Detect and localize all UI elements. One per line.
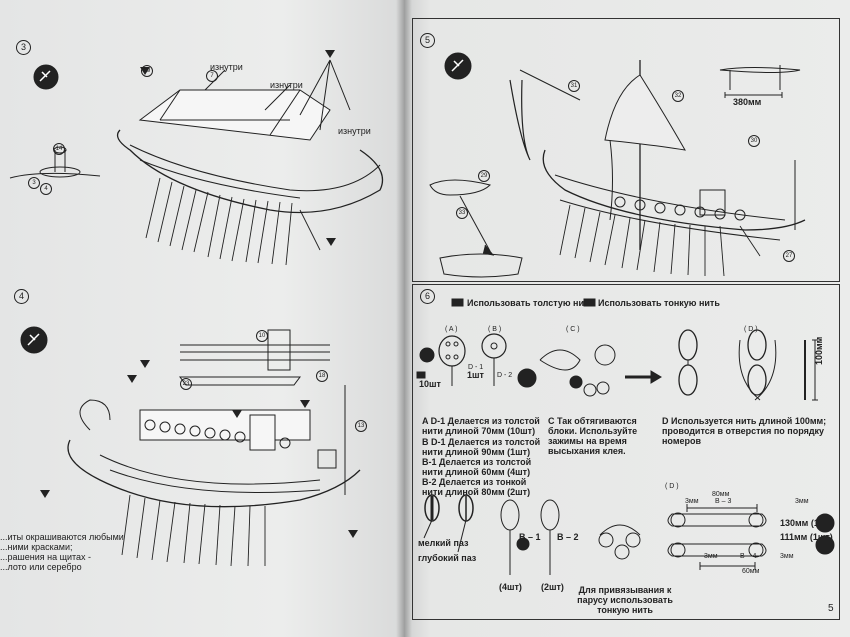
part-number: 18	[316, 370, 328, 382]
step-6-number: 6	[420, 289, 435, 304]
note-groove-deep: глубокий паз	[418, 553, 477, 563]
step-4-paint-note-line-2: ...ними красками;	[0, 542, 73, 552]
header-b: ( B )	[488, 326, 502, 333]
page-number: 5	[828, 603, 834, 614]
dim-3mm-a: 3мм	[685, 498, 699, 505]
note-groove-fine: мелкий паз	[418, 538, 469, 548]
part-number: 13	[355, 420, 367, 432]
part-number: 29	[478, 170, 490, 182]
note-b-2: B-2 Делается из тонкой нити длиной 80мм …	[422, 477, 531, 497]
part-number: 27	[783, 250, 795, 262]
step-4-paint-note-line-1: ...иты окрашиваются любыми	[0, 532, 124, 542]
step-5-measure-label: 380мм	[733, 97, 762, 107]
step-6-frame	[412, 284, 840, 620]
step-3-inside-label-2: изнутри	[270, 80, 303, 90]
part-number: 33	[456, 207, 468, 219]
note-sail: Для привязывания к парусу использовать т…	[577, 585, 673, 615]
note-d-height: 100мм	[814, 336, 824, 365]
header-d2: ( D )	[665, 483, 679, 490]
part-number: 7	[206, 70, 218, 82]
step-4-number: 4	[14, 289, 29, 304]
dim-b4: B – 4	[740, 553, 757, 560]
note-b-d1: B D-1 Делается из толстой нити длиной 90…	[422, 437, 541, 457]
label-qty-4: (4шт)	[499, 582, 522, 592]
label-d1: D - 1	[468, 364, 484, 371]
label-qty-10: 10шт	[419, 379, 441, 389]
dim-3mm-b: 3мм	[795, 498, 809, 505]
part-number: 4	[40, 183, 52, 195]
step-5-frame	[412, 18, 840, 282]
label-d2: D - 2	[497, 372, 513, 379]
part-number: 23	[180, 378, 192, 390]
legend-thin-thread: Использовать тонкую нить	[598, 298, 720, 308]
dim-3mm-d: 3мм	[780, 553, 794, 560]
part-number: 3	[28, 177, 40, 189]
header-a: ( A )	[445, 326, 458, 333]
step-4-paint-note-line-4: ...лото или серебро	[0, 562, 82, 572]
header-c: ( C )	[566, 326, 580, 333]
dim-3mm-c: 3мм	[704, 553, 718, 560]
step-3-number: 3	[16, 40, 31, 55]
note-a-d1: A D-1 Делается из толстой нити длиной 70…	[422, 416, 540, 436]
step-4-paint-note-line-3: ...рашения на щитах -	[0, 552, 92, 562]
dim-b3: B – 3	[715, 498, 732, 505]
label-b1: B – 1	[519, 532, 541, 542]
dim-80mm: 80мм	[712, 491, 730, 498]
page-gutter	[396, 0, 412, 637]
note-b-1: B-1 Делается из толстой нити длиной 60мм…	[422, 457, 532, 477]
part-number: 19	[141, 65, 153, 77]
label-qty-1: 1шт	[467, 370, 484, 380]
note-c: C Так обтягиваются блоки. Используйте за…	[548, 416, 638, 456]
part-number: 14	[53, 143, 65, 155]
part-number: 32	[672, 90, 684, 102]
step-5-number: 5	[420, 33, 435, 48]
dim-60mm: 60мм	[742, 568, 760, 575]
dim-130mm: 130мм (1шт)	[780, 518, 834, 528]
step-3-inside-label-1: изнутри	[210, 62, 243, 72]
part-number: 31	[568, 80, 580, 92]
label-b2: B – 2	[557, 532, 579, 542]
step-3-inside-label-3: изнутри	[338, 126, 371, 136]
glue-icon	[20, 52, 472, 354]
part-number: 30	[748, 135, 760, 147]
note-d: D Используется нить длиной 100мм; провод…	[662, 416, 827, 446]
label-qty-2: (2шт)	[541, 582, 564, 592]
header-d: ( D )	[744, 326, 758, 333]
dim-111mm: 111мм (1шт)	[780, 532, 833, 542]
part-number: 10	[256, 330, 268, 342]
legend-thick-thread: Использовать толстую нить	[467, 298, 594, 308]
